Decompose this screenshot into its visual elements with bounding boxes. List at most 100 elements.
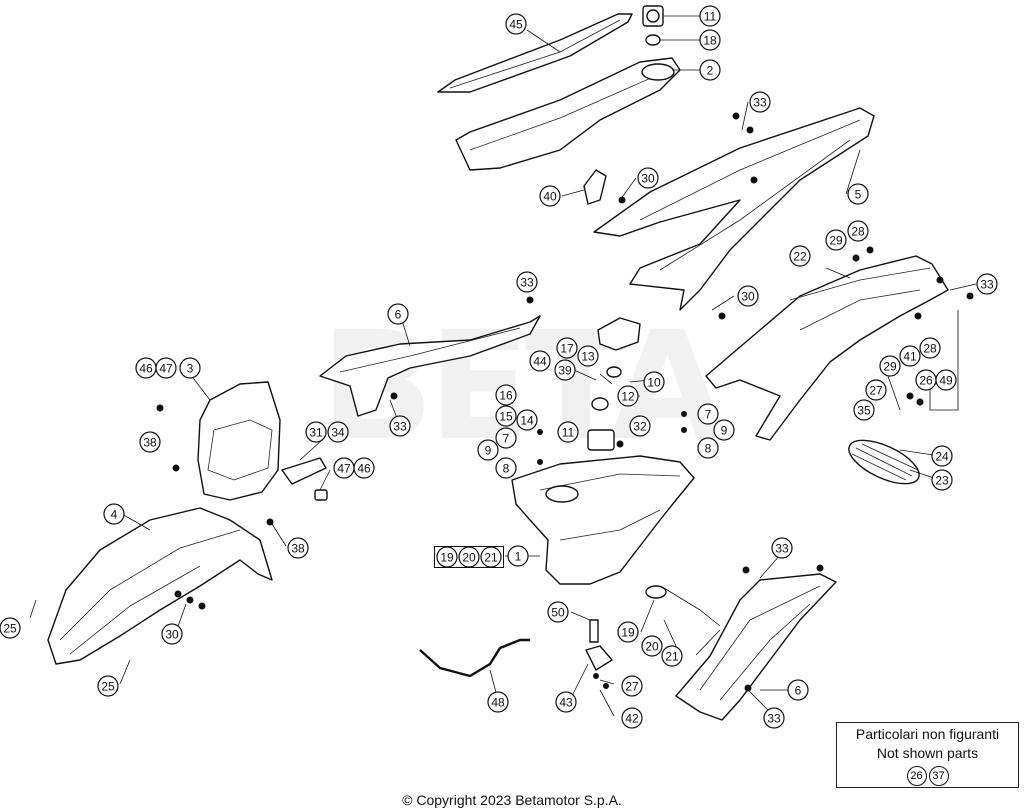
callout-26: 26 (915, 369, 937, 391)
callout-number: 33 (775, 542, 789, 556)
callout-circle (577, 345, 599, 367)
callout-28: 28 (919, 337, 941, 359)
callout-number: 24 (935, 450, 949, 464)
callout-32: 32 (629, 415, 651, 437)
callout-21: 21 (661, 645, 683, 667)
callout-40: 40 (539, 185, 561, 207)
callout-7: 7 (495, 427, 517, 449)
callout-number: 22 (793, 250, 807, 264)
callout-circle (825, 229, 847, 251)
callout-number: 30 (741, 290, 755, 304)
callout-circle (305, 421, 327, 443)
callout-number: 7 (503, 432, 510, 446)
callout-25: 25 (97, 675, 119, 697)
callout-number: 29 (883, 360, 897, 374)
callout-34: 34 (327, 421, 349, 443)
not-shown-ref: 37 (928, 766, 949, 786)
callout-circle (287, 537, 309, 559)
part-lower-side-cover (675, 573, 837, 721)
callout-7: 7 (697, 403, 719, 425)
callout-circle (621, 707, 643, 729)
callout-circle (661, 645, 683, 667)
callout-number: 28 (923, 342, 937, 356)
callout-47: 47 (155, 357, 177, 379)
callout-number: 17 (560, 342, 574, 356)
callout-5: 5 (847, 183, 869, 205)
callout-circle (713, 419, 735, 441)
callout-number: 44 (533, 355, 547, 369)
callout-number: 30 (165, 628, 179, 642)
callout-8: 8 (495, 457, 517, 479)
callout-circle (495, 457, 517, 479)
callout-48: 48 (487, 691, 509, 713)
callout-circle (935, 369, 957, 391)
callout-circle (161, 623, 183, 645)
callout-number: 32 (633, 420, 647, 434)
callout-number: 29 (829, 234, 843, 248)
callout-20: 20 (641, 635, 663, 657)
callout-number: 46 (357, 462, 371, 476)
callout-circle (477, 439, 499, 461)
callout-number: 33 (393, 420, 407, 434)
part-seat-cover (437, 13, 633, 93)
callout-30: 30 (737, 285, 759, 307)
callout-number: 27 (625, 680, 639, 694)
callout-number: 7 (705, 408, 712, 422)
callout-number: 38 (291, 542, 305, 556)
callout-circle (547, 601, 569, 623)
callout-number: 18 (703, 34, 717, 48)
callout-9: 9 (477, 439, 499, 461)
callout-43: 43 (555, 691, 577, 713)
callout-circle (931, 469, 953, 491)
callout-46: 46 (135, 357, 157, 379)
callout-number: 35 (857, 404, 871, 418)
callout-circle (507, 545, 529, 567)
callout-number: 8 (705, 442, 712, 456)
callout-number: 33 (980, 278, 994, 292)
not-shown-ref: 26 (906, 766, 927, 786)
callout-number: 46 (139, 362, 153, 376)
callout-number: 1 (515, 550, 522, 564)
callout-23: 23 (931, 469, 953, 491)
callout-number: 33 (520, 276, 534, 290)
callout-circle (529, 350, 551, 372)
callout-13: 13 (577, 345, 599, 367)
callout-number: 23 (935, 474, 949, 488)
callout-number: 13 (581, 350, 595, 364)
callout-circle (899, 345, 921, 367)
callout-circle (539, 185, 561, 207)
part-front-side-panel (319, 315, 541, 417)
callout-circle (697, 403, 719, 425)
callout-30: 30 (637, 167, 659, 189)
callout-9: 9 (713, 419, 735, 441)
callout-circle (516, 409, 538, 431)
callout-number: 16 (499, 389, 513, 403)
callout-18: 18 (699, 29, 721, 51)
part-front-fender (47, 507, 273, 665)
not-shown-label-en: Not shown parts (876, 745, 979, 761)
callout-circle (327, 421, 349, 443)
callout-number: 20 (462, 551, 476, 565)
callout-number: 19 (440, 551, 454, 565)
callout-number: 38 (143, 436, 157, 450)
callout-number: 26 (919, 374, 933, 388)
callout-number: 41 (903, 350, 917, 364)
callout-circle (617, 621, 639, 643)
callout-49: 49 (935, 369, 957, 391)
callout-circle (555, 691, 577, 713)
callout-number: 11 (562, 426, 575, 440)
callout-number: 15 (499, 410, 513, 424)
callout-circle (749, 91, 771, 113)
callout-circle (0, 617, 21, 639)
callout-circle (699, 29, 721, 51)
callout-24: 24 (931, 445, 953, 467)
callout-4: 4 (103, 503, 125, 525)
callout-number: 43 (559, 696, 573, 710)
callout-number: 6 (795, 684, 802, 698)
callout-number: 21 (484, 551, 498, 565)
callout-number: 39 (558, 364, 572, 378)
callout-number: 45 (509, 18, 523, 32)
callout-circle (139, 431, 161, 453)
callout-number: 30 (641, 172, 655, 186)
